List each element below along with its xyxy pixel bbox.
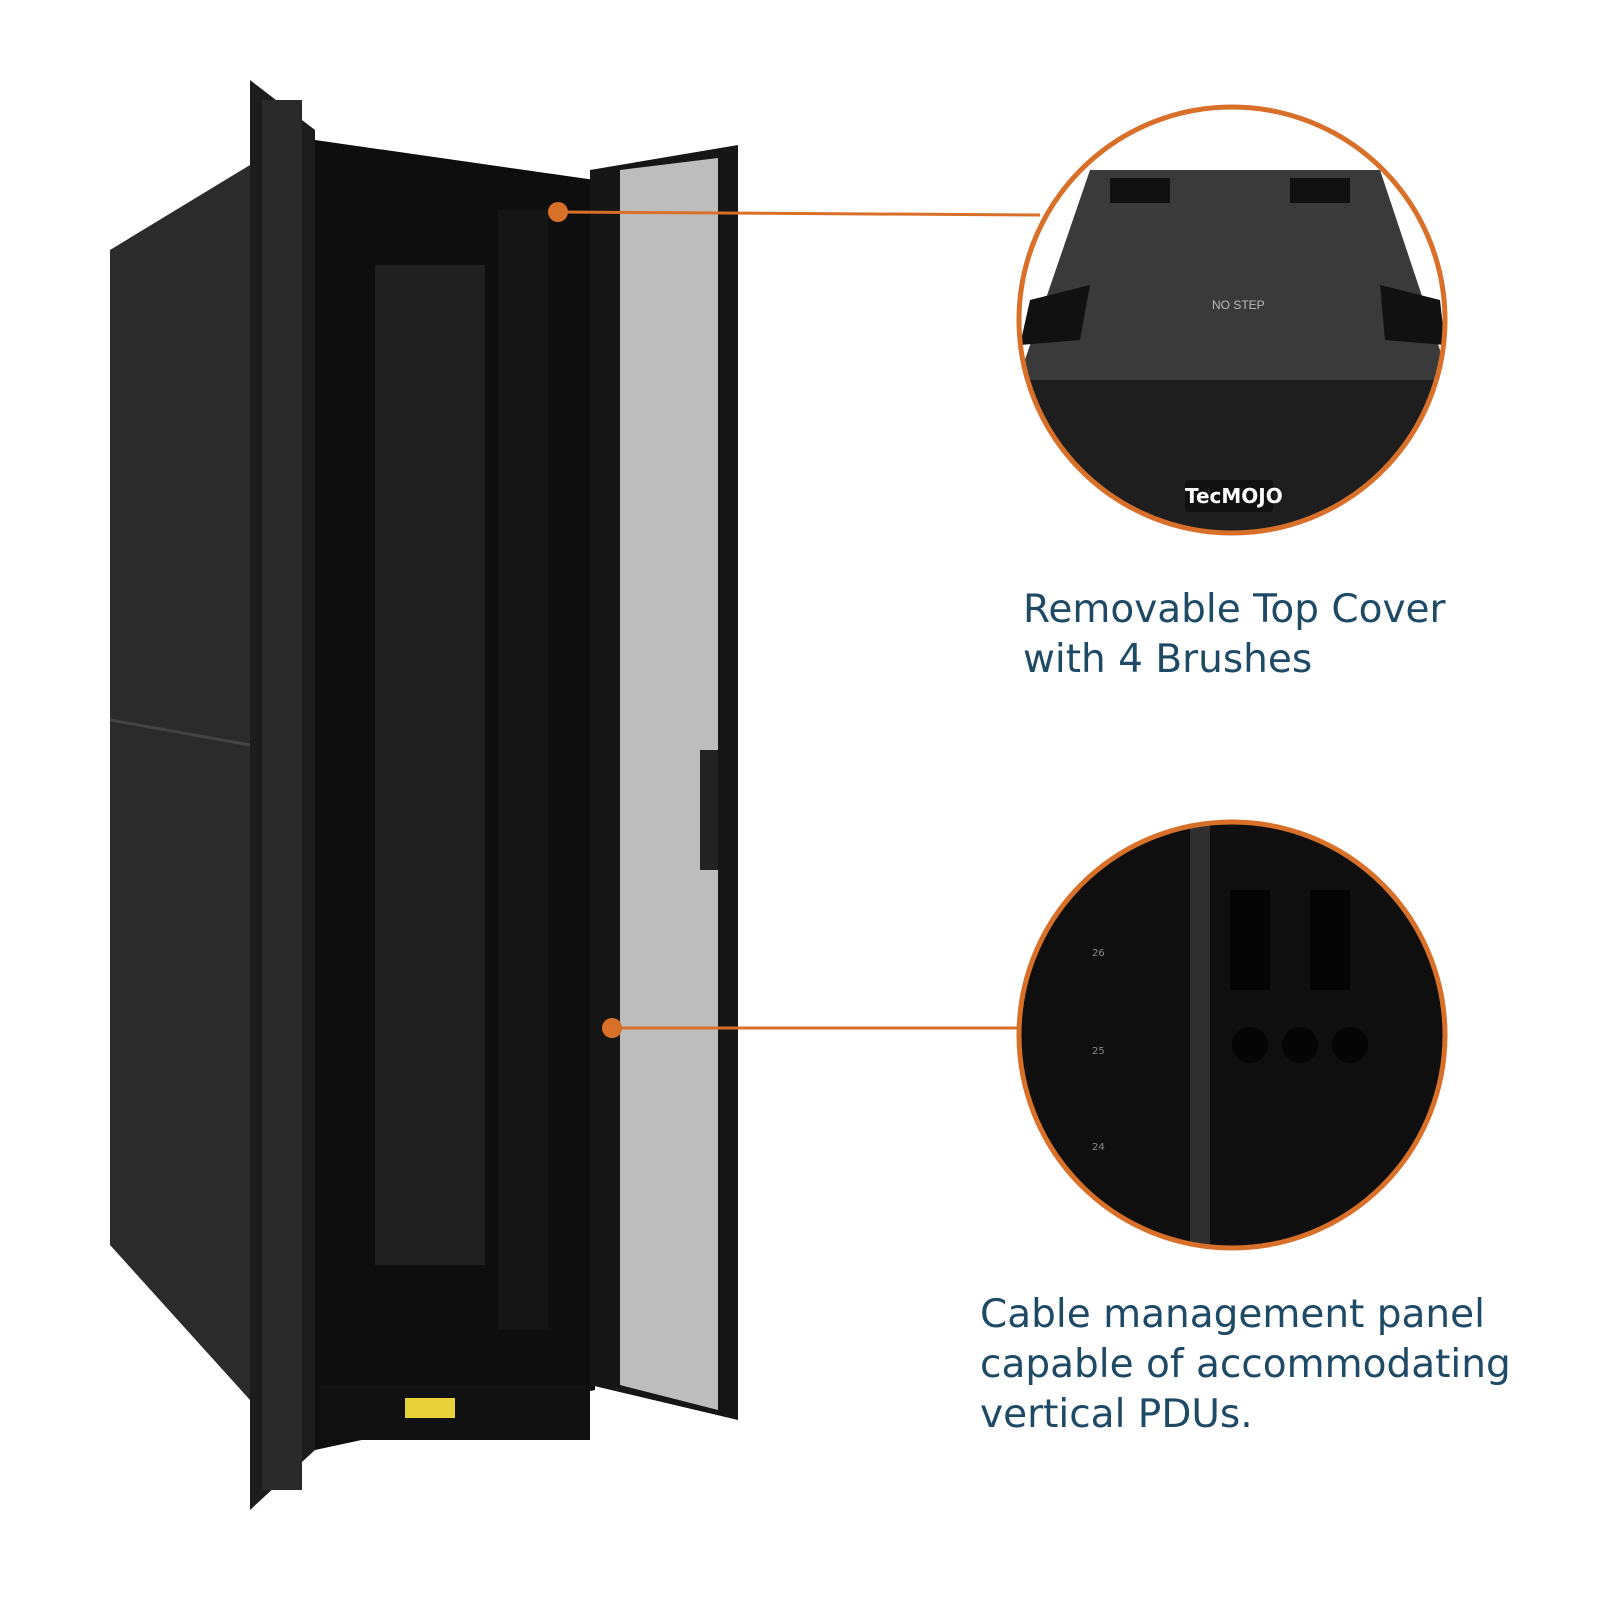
rack-side-panel [110, 165, 250, 1400]
no-step-label: NO STEP [1212, 298, 1265, 312]
cable-panel-caption: Cable management panel capable of accomm… [980, 1290, 1511, 1440]
top-cover-caption: Removable Top Cover with 4 Brushes [1023, 585, 1446, 685]
rack-unit-number: 26 [1092, 948, 1105, 959]
brand-logo: TecMOJO [1185, 480, 1283, 512]
cable-panel-detail [1019, 822, 1445, 1248]
callout-dot-top-cover [548, 202, 568, 222]
rack-unit-number: 25 [1092, 1046, 1105, 1057]
perforated-door-panel [620, 158, 718, 1410]
callout-dot-cable-panel [602, 1018, 622, 1038]
rack-unit-number: 24 [1092, 1142, 1105, 1153]
caption-line: vertical PDUs. [980, 1392, 1253, 1437]
caption-line: Cable management panel [980, 1292, 1485, 1337]
caption-line: Removable Top Cover [1023, 587, 1446, 632]
caption-line: capable of accommodating [980, 1342, 1511, 1387]
caption-line: with 4 Brushes [1023, 637, 1313, 682]
